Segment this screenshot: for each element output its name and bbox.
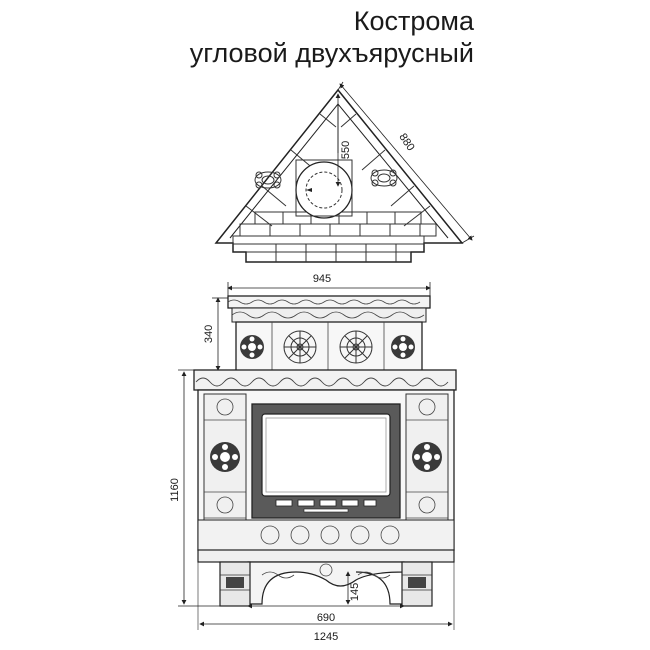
dimension-upper-height-label: 340 xyxy=(203,325,215,343)
dimension-leg-height: 145 xyxy=(345,571,361,605)
dimension-inner-width: 690 xyxy=(247,603,405,624)
base-arch xyxy=(247,561,405,605)
door-vents xyxy=(275,499,377,507)
firebox-door xyxy=(251,403,401,519)
title-line-1: Кострома xyxy=(353,6,474,36)
dimension-top-depth-label: 550 xyxy=(340,141,352,159)
right-leg xyxy=(401,561,433,607)
upper-flower-right xyxy=(391,335,415,359)
door-handle xyxy=(303,508,349,513)
body-flower-left xyxy=(210,442,240,472)
dimension-total-height-label: 1160 xyxy=(169,478,181,502)
dimension-upper-width: 945 xyxy=(227,273,431,298)
stove-base xyxy=(197,549,455,607)
dimension-leg-height-label: 145 xyxy=(349,583,361,601)
body-flower-right xyxy=(412,442,442,472)
dimension-inner-width-label: 690 xyxy=(317,612,335,624)
upper-medallion-left xyxy=(283,330,317,364)
upper-medallion-right xyxy=(339,330,373,364)
dimension-upper-height: 340 xyxy=(203,297,236,371)
top-view xyxy=(214,88,464,263)
dimension-upper-width-label: 945 xyxy=(313,273,331,285)
main-cornice xyxy=(193,369,457,391)
dimension-total-width-label: 1245 xyxy=(314,631,338,643)
chimney-circle xyxy=(295,161,353,219)
dimension-total-height: 1160 xyxy=(169,369,220,607)
upper-cornice xyxy=(227,295,431,309)
upper-tier xyxy=(227,295,431,373)
upper-flower-left xyxy=(240,335,264,359)
door-glass xyxy=(261,413,391,497)
left-leg xyxy=(219,561,251,607)
dimension-top-side-label: 880 xyxy=(396,131,416,153)
ornament-rosette-left xyxy=(254,171,282,189)
dimension-total-width: 1245 xyxy=(197,550,455,643)
title-line-2: угловой двухъярусный xyxy=(189,38,474,68)
